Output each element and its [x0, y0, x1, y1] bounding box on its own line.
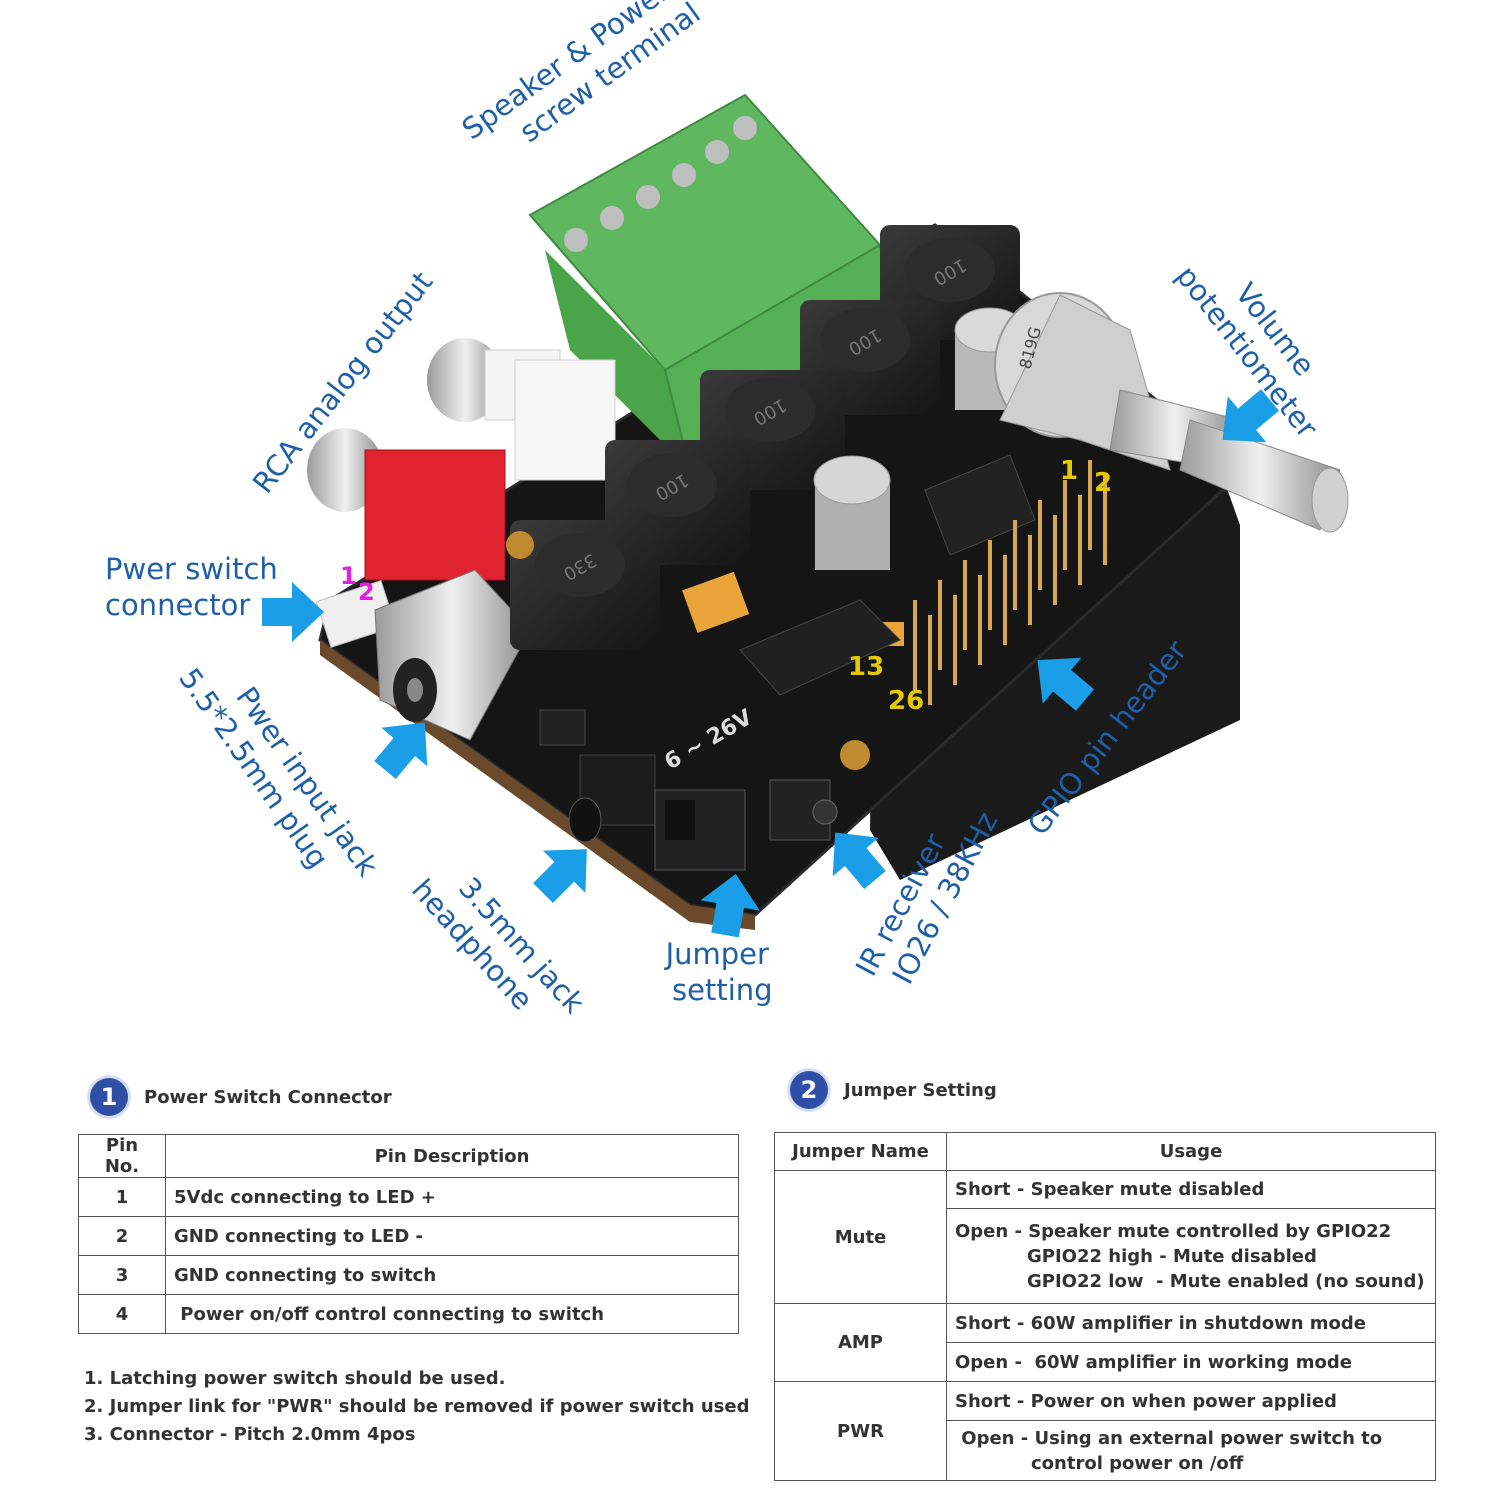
capacitors	[682, 307, 1026, 646]
table-cell: GND connecting to LED -	[165, 1216, 739, 1256]
pin-label-conn-1: 1	[340, 562, 357, 590]
mute-open-line: Open - Speaker mute controlled by GPIO22	[955, 1220, 1392, 1242]
table-cell: Short - Speaker mute disabled	[946, 1170, 1436, 1209]
callout-jumper-setting: Jumper setting	[665, 937, 773, 1008]
table-cell: Open - Speaker mute controlled by GPIO22…	[946, 1208, 1436, 1304]
section2-badge: 2	[790, 1071, 828, 1109]
table-cell: 5Vdc connecting to LED +	[165, 1177, 739, 1217]
pin-label-gpio-13: 13	[848, 652, 885, 682]
gpio-pins	[913, 460, 1107, 705]
jumper-name-mute: Mute	[774, 1170, 947, 1304]
section1-title-text: Power Switch Connector	[144, 1086, 392, 1108]
table-cell: Short - 60W amplifier in shutdown mode	[946, 1303, 1436, 1343]
ics	[539, 454, 1036, 746]
header-pin-no: Pin No.	[78, 1134, 166, 1178]
section1-title: 1 Power Switch Connector	[90, 1078, 392, 1116]
table-cell: Open - Using an external power switch to…	[946, 1420, 1436, 1481]
rca-connectors	[307, 338, 616, 581]
note-item: 3. Connector - Pitch 2.0mm 4pos	[84, 1424, 416, 1445]
headphone-jack	[568, 754, 656, 843]
jumper-name-pwr: PWR	[774, 1381, 947, 1481]
section2-title: 2 Jumper Setting	[790, 1071, 997, 1109]
header-jumper-name: Jumper Name	[774, 1132, 947, 1171]
section1-badge: 1	[90, 1078, 128, 1116]
note-item: 2. Jumper link for "PWR" should be remov…	[84, 1396, 750, 1417]
mute-open-line: GPIO22 low - Mute enabled (no sound)	[1027, 1270, 1425, 1292]
board-illustration: 100 100 100 100 330 819G	[262, 93, 1349, 941]
note-item: 1. Latching power switch should be used.	[84, 1368, 506, 1389]
mute-open-line: GPIO22 high - Mute disabled	[1027, 1245, 1317, 1267]
table-cell: 1	[78, 1177, 166, 1217]
dc-power-jack	[374, 569, 531, 741]
speaker-screw-terminal	[528, 93, 897, 472]
pwr-open-line: control power on /off	[1031, 1452, 1244, 1474]
jumper-block	[654, 789, 746, 871]
table-cell: Short - Power on when power applied	[946, 1381, 1436, 1421]
pwr-open-line: Open - Using an external power switch to	[955, 1427, 1383, 1449]
table-cell: Power on/off control connecting to switc…	[165, 1294, 739, 1334]
table-cell: GND connecting to switch	[165, 1255, 739, 1295]
header-pin-description: Pin Description	[165, 1134, 739, 1178]
ir-receiver	[769, 779, 838, 841]
section2-title-text: Jumper Setting	[844, 1079, 997, 1101]
table-cell: 2	[78, 1216, 166, 1256]
pin-label-conn-2: 2	[358, 578, 375, 606]
power-switch-table: Pin No. Pin Description 1 5Vdc connectin…	[78, 1134, 739, 1334]
jumper-name-amp: AMP	[774, 1303, 947, 1382]
table-cell: 4	[78, 1294, 166, 1334]
jumper-setting-table: Jumper Name Usage Mute Short - Speaker m…	[774, 1132, 1436, 1481]
table-cell: 3	[78, 1255, 166, 1295]
pin-label-gpio-2: 2	[1094, 468, 1113, 498]
pin-label-gpio-26: 26	[888, 686, 925, 716]
callout-power-switch-connector: Pwer switch connector	[105, 552, 278, 623]
section1-notes: 1. Latching power switch should be used.…	[84, 1365, 749, 1449]
volume-potentiometer: 819G	[994, 292, 1349, 533]
table-cell: Open - 60W amplifier in working mode	[946, 1342, 1436, 1382]
pin-label-gpio-1: 1	[1060, 456, 1079, 486]
header-usage: Usage	[946, 1132, 1436, 1171]
